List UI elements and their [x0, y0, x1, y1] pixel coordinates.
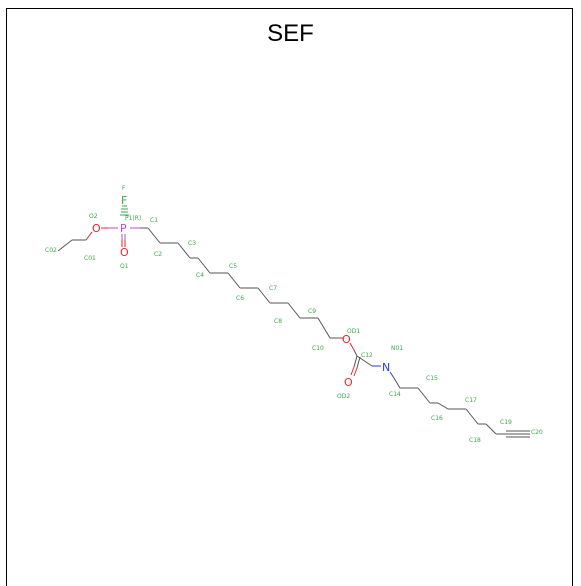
label-c6: C6 — [236, 295, 244, 302]
label-c02: C02 — [45, 247, 57, 254]
bond-c7-c8 — [257, 287, 271, 304]
bond-c4-c5 — [197, 257, 211, 274]
label-n: N01 — [391, 345, 403, 352]
label-od2: OD2 — [337, 393, 350, 400]
p-o-double-bond — [121, 234, 126, 247]
atom-o1-symbol: O — [120, 246, 129, 259]
atom-p-symbol: P — [120, 222, 127, 235]
bond-c14-c15b — [417, 387, 431, 404]
bond-od1-c12 — [353, 349, 358, 357]
bonds — [57, 227, 530, 438]
label-c2: C2 — [154, 251, 162, 258]
label-c01: C01 — [84, 255, 96, 262]
label-c7: C7 — [269, 285, 277, 292]
label-c9: C9 — [308, 308, 316, 315]
atom-o2-symbol: O — [92, 222, 101, 235]
bond-c6-c7a — [227, 272, 241, 289]
label-c19: C19 — [500, 419, 512, 426]
label-c10: C10 — [312, 345, 324, 352]
atom-labels: F P1(R) O2 O1 C02 C01 C1 C2 C3 C4 C5 C6 … — [45, 185, 543, 444]
atom-od1-symbol: O — [342, 333, 351, 346]
label-c16: C16 — [431, 415, 443, 422]
atom-n-symbol: N — [382, 361, 390, 374]
bond-c3-c4a — [177, 242, 191, 259]
label-c20: C20 — [531, 429, 543, 436]
label-c15: C15 — [426, 375, 438, 382]
label-c3: C3 — [188, 240, 196, 247]
bond-c17-c18a — [465, 408, 479, 425]
label-c14: C14 — [389, 391, 401, 398]
bond-c12-od2b-red — [353, 367, 358, 377]
label-c12: C12 — [361, 352, 373, 359]
label-o1: O1 — [120, 263, 129, 270]
label-p: P1(R) — [125, 215, 141, 222]
bond-n-c14 — [393, 377, 401, 389]
atom-f-symbol: F — [121, 194, 127, 207]
bond-n-c14-blue — [389, 371, 395, 379]
label-f: F — [122, 185, 126, 192]
bond-c1-c2 — [147, 227, 161, 244]
bond-c16-c17a — [437, 402, 449, 410]
label-c1: C1 — [150, 217, 158, 224]
label-c18: C18 — [469, 437, 481, 444]
viewer-frame — [6, 8, 573, 586]
label-o2: O2 — [89, 213, 98, 220]
label-od1: OD1 — [347, 328, 360, 335]
bond-c12-n — [356, 355, 373, 367]
label-c8: C8 — [274, 318, 282, 325]
molecule-title: SEF — [267, 20, 314, 47]
label-c5: C5 — [229, 263, 237, 270]
bond-c02-c01 — [57, 239, 73, 252]
p-f-hashed-wedge — [120, 205, 129, 216]
bond-c18-c19 — [485, 423, 497, 435]
bond-c10-od1a — [317, 317, 331, 339]
bond-c12-od2a — [353, 355, 358, 368]
bond-c01-o2-red — [85, 231, 93, 241]
label-c4: C4 — [196, 272, 204, 279]
bond-c9-c10a — [287, 302, 301, 319]
bond-c12-od2a-red — [350, 366, 355, 376]
label-c17: C17 — [465, 397, 477, 404]
bond-od1-c12-red — [349, 342, 355, 351]
atom-od2-symbol: O — [344, 376, 353, 389]
bond-c12-od2b — [356, 356, 361, 369]
